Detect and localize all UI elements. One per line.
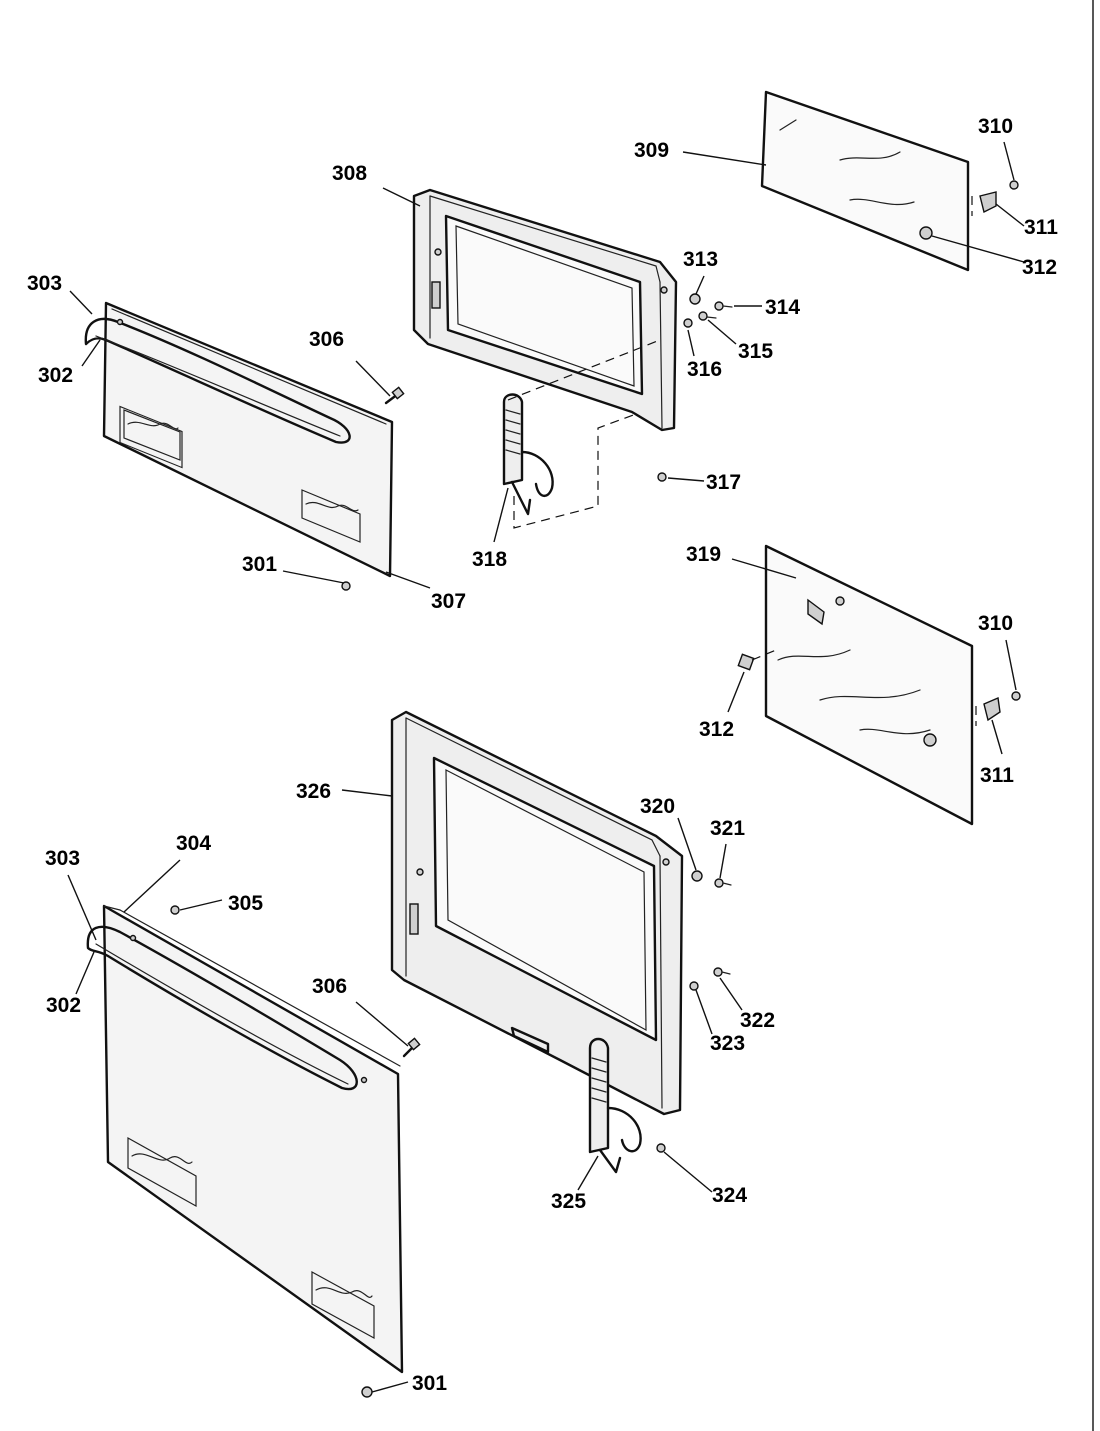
label-314: 314 <box>765 296 800 319</box>
label-308: 308 <box>332 162 367 185</box>
label-316: 316 <box>687 358 722 381</box>
label-319: 319 <box>686 543 721 566</box>
glass-clip-311-lower-icon <box>983 696 1001 722</box>
lower-drawer-front-panel <box>86 904 404 1374</box>
label-309: 309 <box>634 139 669 162</box>
label-311-upper: 311 <box>1024 216 1058 239</box>
lower-hinge-icon <box>588 1037 642 1174</box>
label-302-upper: 302 <box>38 364 73 387</box>
label-304: 304 <box>176 832 211 855</box>
label-313: 313 <box>683 248 718 271</box>
label-325: 325 <box>551 1190 586 1213</box>
nut-312-lower-icon <box>737 653 755 671</box>
label-306-lower: 306 <box>312 975 347 998</box>
label-318: 318 <box>472 548 507 571</box>
screw-301-upper-icon <box>341 581 351 591</box>
label-323: 323 <box>710 1032 745 1055</box>
label-320: 320 <box>640 795 675 818</box>
screw-310-lower-icon <box>1011 691 1021 701</box>
screw-321-icon <box>714 878 732 888</box>
label-324: 324 <box>712 1184 747 1207</box>
washer-320-icon <box>691 870 703 882</box>
screw-324-icon <box>656 1143 666 1153</box>
label-311-lower: 311 <box>980 764 1014 787</box>
leader-lines <box>67 141 1025 1393</box>
label-301-upper: 301 <box>242 553 277 576</box>
glass-clip-311-upper-icon <box>979 191 997 214</box>
screw-315-icon <box>698 311 717 321</box>
label-306-upper: 306 <box>309 328 344 351</box>
label-310-upper: 310 <box>978 115 1013 138</box>
label-307: 307 <box>431 590 466 613</box>
screw-305-icon <box>170 905 180 915</box>
label-322: 322 <box>740 1009 775 1032</box>
upper-assembly-dashes <box>507 339 661 529</box>
lower-glass-panel <box>764 544 974 826</box>
screw-317-icon <box>657 472 667 482</box>
lower-handle-icon <box>86 925 358 1091</box>
label-305: 305 <box>228 892 263 915</box>
label-310-lower: 310 <box>978 612 1013 635</box>
screw-314-icon <box>714 301 733 311</box>
label-321: 321 <box>710 817 745 840</box>
label-317: 317 <box>706 471 741 494</box>
washer-316-icon <box>683 318 693 328</box>
upper-inner-door-frame <box>412 188 678 432</box>
screw-301-lower-icon <box>361 1386 373 1398</box>
label-315: 315 <box>738 340 773 363</box>
label-312-lower: 312 <box>699 718 734 741</box>
screw-306-lower-icon <box>402 1037 421 1058</box>
label-326: 326 <box>296 780 331 803</box>
screw-306-upper-icon <box>384 386 405 405</box>
label-303-lower: 303 <box>45 847 80 870</box>
lower-inner-door-frame <box>390 710 684 1116</box>
upper-hinge-icon <box>502 393 554 516</box>
upper-glass-panel <box>760 90 970 272</box>
washer-313-icon <box>689 293 701 305</box>
part-number-labels: 301 302 303 306 307 308 309 310 311 312 … <box>27 115 1058 1395</box>
upper-drawer-front-panel <box>84 301 394 578</box>
label-312-upper: 312 <box>1022 256 1057 279</box>
label-302-lower: 302 <box>46 994 81 1017</box>
washer-323-icon <box>689 981 699 991</box>
label-303-upper: 303 <box>27 272 62 295</box>
label-301-lower: 301 <box>412 1372 447 1395</box>
screw-322-icon <box>713 967 731 977</box>
screw-310-upper-icon <box>1009 180 1019 190</box>
